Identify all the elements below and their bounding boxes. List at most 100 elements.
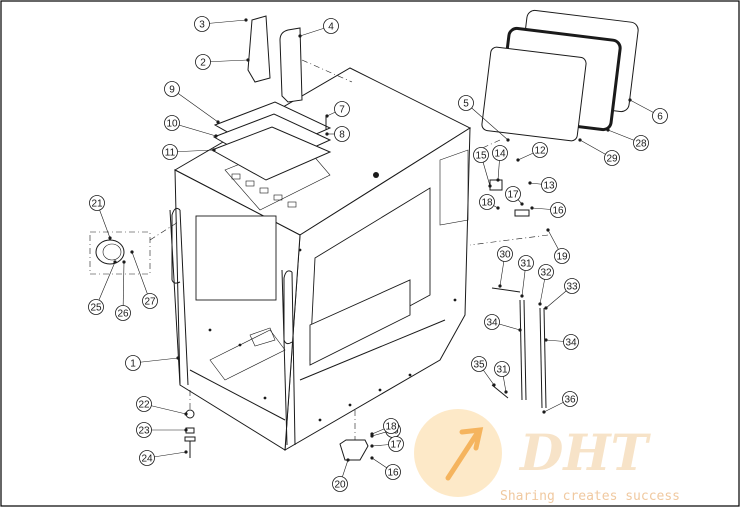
- callout-label-18: 18: [481, 198, 493, 209]
- callout-label-5: 5: [463, 99, 469, 110]
- leader-dot: [184, 412, 188, 416]
- callout-label-17: 17: [507, 190, 519, 201]
- leader-dot: [492, 383, 496, 387]
- callout-label-9: 9: [169, 85, 175, 96]
- callout-circle: [497, 246, 513, 262]
- cab-body: [169, 67, 472, 451]
- leader-dot: [325, 114, 329, 118]
- callout-label-16: 16: [387, 468, 399, 479]
- callout-circle: [541, 177, 557, 193]
- callout-circle: [195, 54, 211, 70]
- callout-circle: [89, 195, 105, 211]
- callout-circle: [334, 126, 350, 142]
- callout-label-7: 7: [339, 105, 345, 116]
- roof-gasket-stack: [210, 101, 332, 181]
- leader-line: [171, 88, 219, 123]
- leader-dot: [544, 338, 548, 342]
- callout-label-12: 12: [534, 146, 546, 157]
- callout-label-27: 27: [144, 297, 156, 308]
- callout-circle: [385, 464, 401, 480]
- callout-label-29: 29: [606, 154, 618, 165]
- callout-circle: [458, 95, 474, 111]
- callout-label-26: 26: [117, 309, 129, 320]
- leader-dot: [498, 284, 502, 288]
- callout-label-11: 11: [165, 148, 176, 159]
- leader-dot: [298, 34, 302, 38]
- callout-label-23: 23: [138, 426, 150, 437]
- callout-label-13: 13: [543, 181, 555, 192]
- leader-line: [122, 261, 125, 314]
- leader-dot: [370, 432, 374, 436]
- leader-dot: [246, 58, 250, 62]
- callout-label-28: 28: [635, 139, 647, 150]
- leader-dot: [113, 260, 117, 264]
- leader-line: [465, 102, 509, 141]
- callout-circle: [471, 356, 487, 372]
- dashed-leaders: [189, 59, 549, 440]
- callout-circle: [564, 278, 580, 294]
- callout-label-15: 15: [475, 151, 487, 162]
- callout-circle: [164, 115, 180, 131]
- callout-label-20: 20: [334, 480, 346, 491]
- leader-dot: [496, 206, 500, 210]
- callout-circle: [88, 299, 104, 315]
- callout-circle: [139, 450, 155, 466]
- leader-dot: [628, 98, 632, 102]
- callout-circle: [383, 418, 399, 434]
- callout-circle: [562, 391, 578, 407]
- window-assembly-6: [481, 9, 639, 142]
- callout-label-31: 31: [520, 259, 532, 270]
- callout-label-3: 3: [199, 20, 205, 31]
- callout-label-18: 18: [385, 422, 397, 433]
- leader-dot: [520, 294, 524, 298]
- leader-dot: [606, 128, 610, 132]
- callout-circle: [652, 108, 668, 124]
- leader-dot: [108, 236, 112, 240]
- callout-label-19: 19: [556, 252, 568, 263]
- callout-circle: [479, 194, 495, 210]
- leader-dot: [528, 181, 532, 185]
- callout-label-34: 34: [565, 338, 577, 349]
- callout-circle: [604, 150, 620, 166]
- callout-circle: [115, 305, 131, 321]
- leader-dot: [518, 328, 522, 332]
- hardware-details: [184, 116, 530, 461]
- leader-dot: [244, 18, 248, 22]
- callout-label-22: 22: [138, 400, 150, 411]
- leader-dot: [216, 120, 220, 124]
- leader-dot: [506, 138, 510, 142]
- leader-dot: [488, 184, 492, 188]
- leader-dot: [520, 202, 524, 206]
- leader-dot: [184, 428, 188, 432]
- callout-label-36: 36: [564, 395, 576, 406]
- leader-dot: [370, 456, 374, 460]
- callout-circle: [334, 101, 350, 117]
- callout-label-25: 25: [90, 303, 102, 314]
- light-assembly-21: [89, 221, 179, 275]
- leader-dot: [346, 458, 350, 462]
- leader-dot: [130, 250, 134, 254]
- leader-dot: [504, 390, 508, 394]
- callout-label-33: 33: [566, 282, 578, 293]
- callout-label-35: 35: [473, 360, 485, 371]
- leader-dot: [538, 302, 542, 306]
- callout-label-17: 17: [390, 440, 402, 451]
- leader-dot: [542, 410, 546, 414]
- callout-circle: [332, 476, 348, 492]
- leader-dot: [212, 148, 216, 152]
- callout-circle: [323, 18, 339, 34]
- leader-dot: [214, 134, 218, 138]
- callout-bubbles: 1234567891011121314151616161717181819202…: [88, 16, 668, 492]
- callout-label-30: 30: [499, 250, 511, 261]
- callout-label-16: 16: [552, 206, 564, 217]
- callout-circle: [494, 361, 510, 377]
- glass-panel-2: [247, 15, 303, 103]
- callout-circle: [518, 255, 534, 271]
- gas-struts: [491, 287, 547, 409]
- callout-circle: [473, 147, 489, 163]
- callout-circle: [142, 293, 158, 309]
- callout-circle: [505, 186, 521, 202]
- callout-circle: [136, 422, 152, 438]
